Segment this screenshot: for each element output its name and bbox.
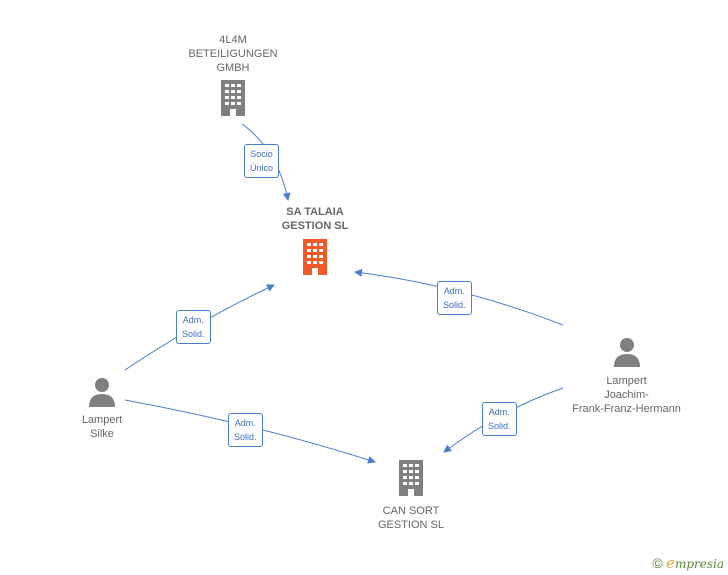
- edge-label-adm-solid[interactable]: Adm. Solid.: [482, 402, 517, 436]
- brand-name: mpresia: [674, 557, 724, 571]
- edge-label-socio-unico[interactable]: Socio Único: [244, 144, 280, 178]
- brand-logo[interactable]: © empresia: [652, 554, 724, 572]
- building-icon: [303, 239, 327, 275]
- node-cansort-label: CAN SORT GESTION SL: [377, 505, 445, 531]
- building-icon: [399, 460, 423, 496]
- node-silke[interactable]: Lampert Silke: [64, 377, 140, 441]
- node-beteiligungen-label: 4L4M BETEILIGUNGEN GMBH: [188, 34, 278, 74]
- node-talaia-label: SA TALAIA GESTION SL: [281, 206, 349, 232]
- node-talaia[interactable]: SA TALAIA GESTION SL: [254, 205, 376, 279]
- node-silke-label: Lampert Silke: [81, 414, 123, 440]
- edge-label-adm-solid[interactable]: Adm. Solid.: [176, 310, 211, 344]
- person-icon: [613, 338, 640, 367]
- edge-label-adm-solid[interactable]: Adm. Solid.: [437, 281, 472, 315]
- brand-initial: e: [666, 554, 675, 572]
- node-joachim[interactable]: Lampert Joachim- Frank-Franz-Hermann: [556, 337, 697, 416]
- person-icon: [89, 378, 115, 407]
- node-beteiligungen[interactable]: 4L4M BETEILIGUNGEN GMBH: [171, 33, 295, 120]
- copyright-symbol: ©: [652, 555, 663, 571]
- edge-label-adm-solid[interactable]: Adm. Solid.: [228, 413, 263, 447]
- node-cansort[interactable]: CAN SORT GESTION SL: [360, 460, 462, 532]
- node-joachim-label: Lampert Joachim- Frank-Franz-Hermann: [572, 375, 681, 415]
- building-icon: [221, 80, 245, 116]
